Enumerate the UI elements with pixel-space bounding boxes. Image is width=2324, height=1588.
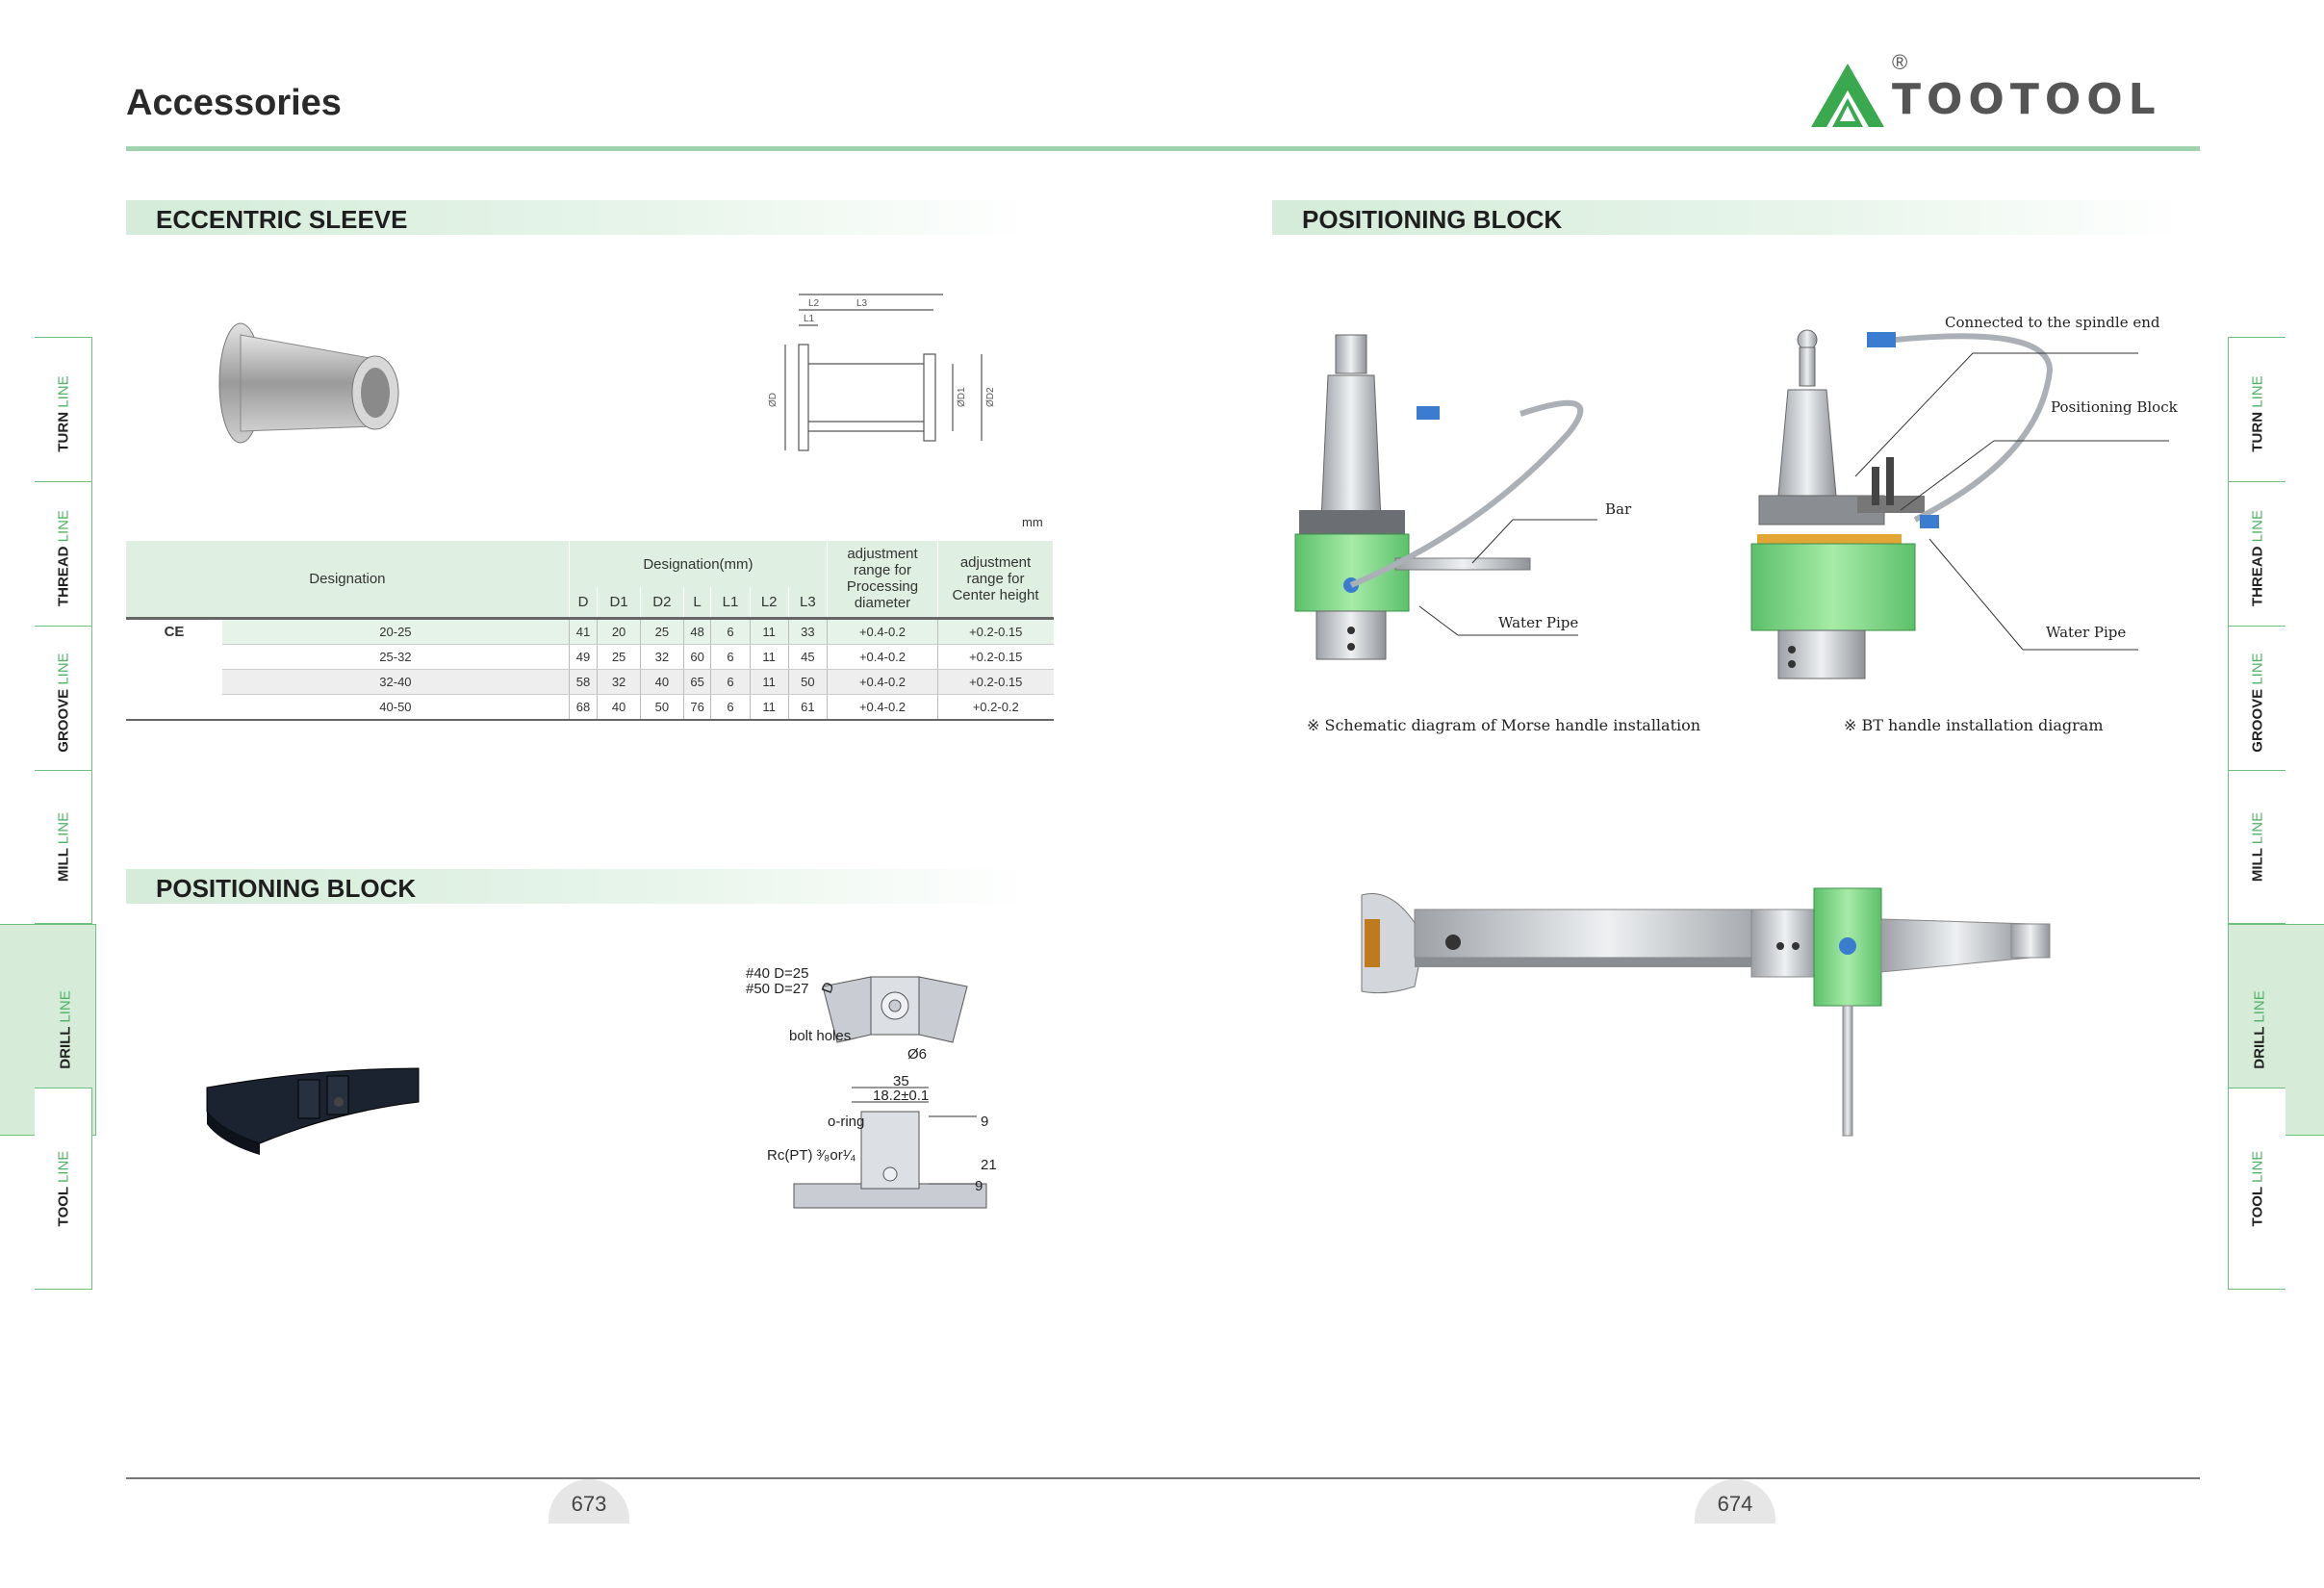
label-rc-thread: Rc(PT) ³⁄₈or¹⁄₄	[767, 1147, 856, 1164]
side-tab-thread-right[interactable]: THREAD LINE	[2228, 481, 2286, 635]
positioning-block-drawing: #40 D=25 #50 D=27 D bolt holes Ø6 35 18.…	[746, 965, 997, 1209]
col-header-l1: L1	[710, 587, 751, 618]
table-row: 25-32 49 25 32 60 6 11 45 +0.4-0.2 +0.2-…	[126, 644, 1054, 670]
header-rule	[126, 146, 2200, 151]
label-water-pipe-right: Water Pipe	[2046, 624, 2127, 641]
positioning-block-image	[206, 1067, 420, 1155]
col-header-l: L	[683, 587, 712, 618]
unit-label: mm	[1022, 515, 1043, 529]
eccentric-sleeve-drawing: L2 L3 L1 ØD ØD1 ØD2	[768, 294, 996, 451]
side-tab-groove-left[interactable]: GROOVE LINE	[35, 626, 92, 780]
label-d40: #40 D=25	[746, 965, 808, 982]
label-d: D	[819, 980, 838, 995]
eccentric-sleeve-image	[218, 322, 399, 444]
section-title: ECCENTRIC SLEEVE	[156, 205, 408, 234]
footer-rule	[126, 1477, 2200, 1479]
side-tab-mill-left[interactable]: MILL LINE	[35, 770, 92, 924]
col-header-d2: D2	[640, 587, 684, 618]
dim-9-bottom: 9	[975, 1178, 983, 1194]
col-header-d: D	[569, 587, 599, 618]
col-header-designation: Designation	[126, 541, 570, 618]
label-bolt-holes: bolt holes	[789, 1028, 851, 1044]
label-bar: Bar	[1605, 500, 1632, 518]
section-title: POSITIONING BLOCK	[1302, 205, 1563, 234]
table-row: 32-40 58 32 40 65 6 11 50 +0.4-0.2 +0.2-…	[126, 669, 1054, 695]
dim-35: 35	[893, 1073, 909, 1089]
dim-21: 21	[981, 1157, 997, 1173]
bt-installation-diagram	[1750, 329, 2169, 679]
drill-assembly-image	[1361, 887, 2051, 1137]
dim-d: ØD	[768, 393, 779, 407]
label-positioning-block: Positioning Block	[2051, 398, 2178, 416]
col-header-designation-mm: Designation(mm)	[569, 541, 829, 587]
dim-l2: L2	[808, 298, 820, 309]
brand-name: TOOTOOL	[1892, 75, 2161, 124]
caption-bt: ※ BT handle installation diagram	[1844, 716, 2104, 734]
table-row: CE 20-25 41 20 25 48 6 11 33 +0.4-0.2 +0…	[126, 618, 1054, 720]
col-header-l3: L3	[788, 587, 829, 618]
dim-9-top: 9	[981, 1114, 988, 1130]
table-row: 40-50 68 40 50 76 6 11 61 +0.4-0.2 +0.2-…	[126, 694, 1054, 720]
side-tab-mill-right[interactable]: MILL LINE	[2228, 770, 2286, 924]
label-connected-spindle: Connected to the spindle end	[1945, 314, 2160, 331]
group-ce: CE	[126, 618, 222, 720]
dim-l1: L1	[804, 314, 815, 324]
side-tab-turn-right[interactable]: TURN LINE	[2228, 337, 2286, 491]
morse-installation-diagram	[1294, 334, 1597, 660]
dim-d2: ØD2	[985, 387, 996, 407]
caption-morse: ※ Schematic diagram of Morse handle inst…	[1307, 716, 1701, 734]
page-title: Accessories	[126, 83, 342, 123]
dim-l3: L3	[856, 298, 868, 309]
dim-d1: ØD1	[957, 387, 967, 407]
col-header-l2: L2	[750, 587, 789, 618]
section-positioning-block-right: POSITIONING BLOCK	[1272, 200, 2186, 235]
brand-logo: ® TOOTOOL	[1809, 50, 2204, 137]
label-water-pipe-left: Water Pipe	[1498, 614, 1579, 631]
side-tab-turn-left[interactable]: TURN LINE	[35, 337, 92, 491]
label-phi6: Ø6	[907, 1046, 927, 1063]
col-header-d1: D1	[597, 587, 641, 618]
side-tab-groove-right[interactable]: GROOVE LINE	[2228, 626, 2286, 780]
section-positioning-block-left: POSITIONING BLOCK	[126, 869, 1031, 904]
page-number-right: 674	[1695, 1479, 1775, 1524]
side-tab-tool-left[interactable]: TOOL LINE	[35, 1088, 92, 1290]
label-d50: #50 D=27	[746, 981, 808, 997]
page-number-left: 673	[549, 1479, 629, 1524]
side-tab-thread-left[interactable]: THREAD LINE	[35, 481, 92, 635]
section-title: POSITIONING BLOCK	[156, 874, 417, 903]
label-o-ring: o-ring	[828, 1114, 864, 1130]
registered-mark: ®	[1892, 50, 1908, 74]
dim-18-2: 18.2±0.1	[873, 1088, 929, 1104]
section-eccentric-sleeve: ECCENTRIC SLEEVE	[126, 200, 1031, 235]
tootool-logo-icon	[1811, 64, 1884, 127]
side-tab-tool-right[interactable]: TOOL LINE	[2228, 1088, 2286, 1290]
